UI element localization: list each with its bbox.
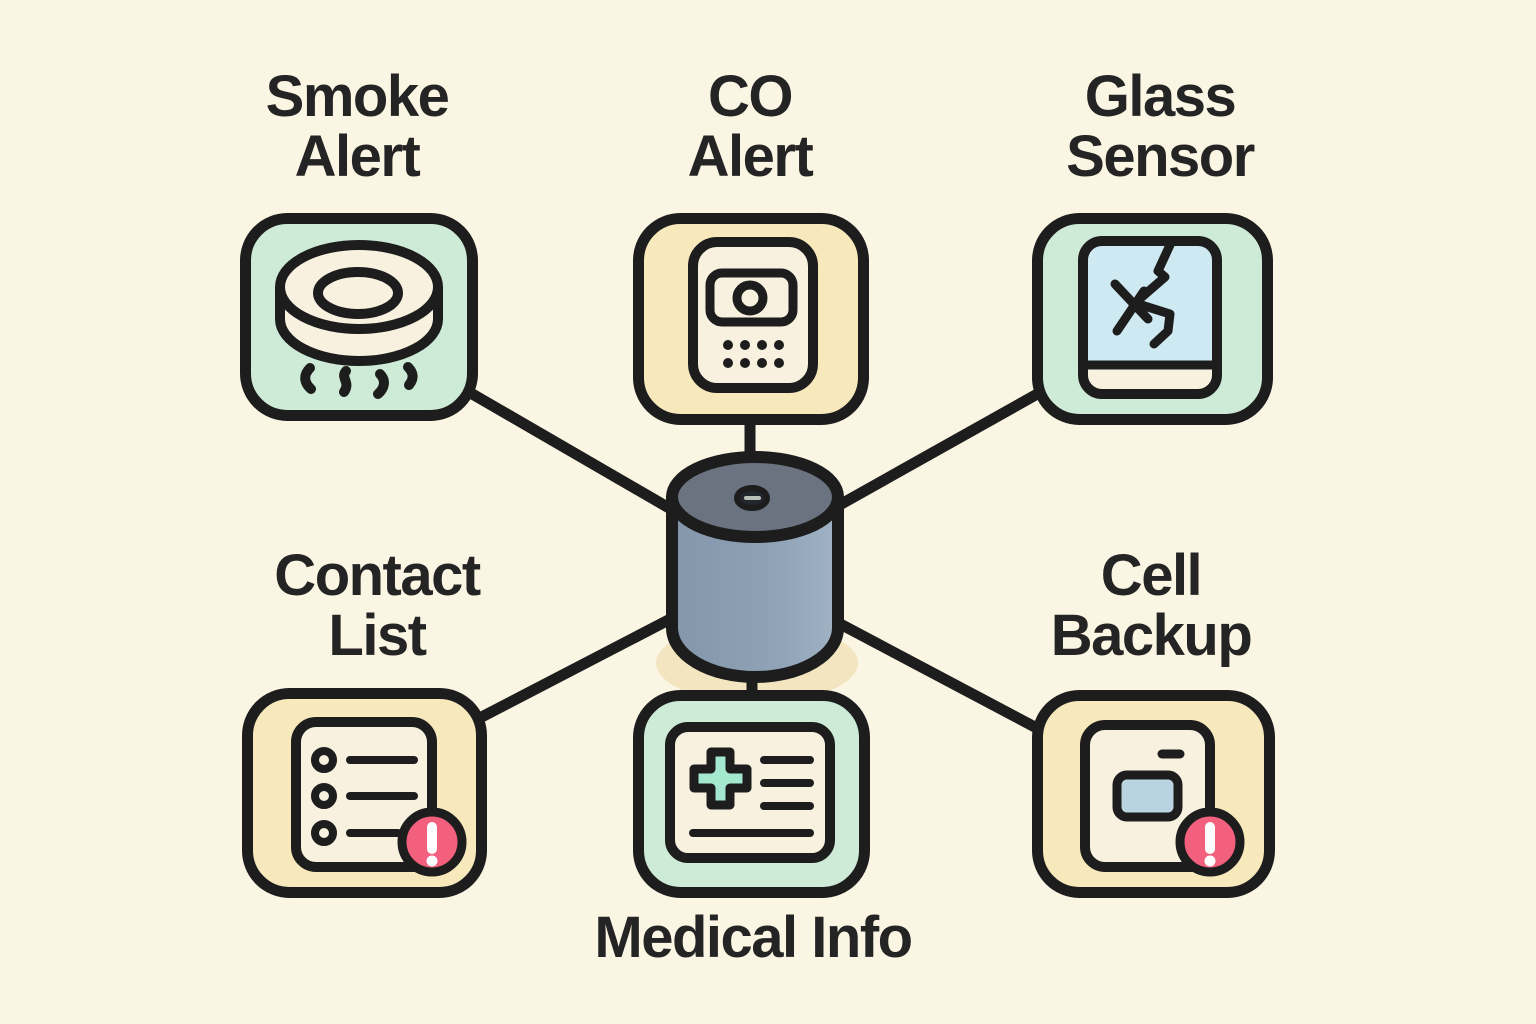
label-text: Sensor: [1066, 124, 1255, 189]
node-label-contact: Contact List: [274, 543, 481, 668]
contact-list-alert-icon: [291, 717, 467, 877]
label-text: Backup: [1050, 603, 1253, 668]
node-label-cell: Cell Backup: [1050, 543, 1253, 668]
label-text: Cell: [1100, 543, 1203, 608]
node-tile-co: [633, 213, 869, 425]
co-detector-icon: [688, 237, 818, 393]
label-text: Smoke: [265, 64, 450, 129]
cell-device-alert-icon: [1080, 720, 1245, 877]
node-tile-contact: [242, 688, 487, 898]
alert-badge-icon: [397, 807, 467, 877]
smoke-detector-icon: [275, 240, 443, 399]
label-text: Alert: [687, 124, 814, 189]
node-label-smoke: Smoke Alert: [265, 64, 450, 189]
label-text: CO: [708, 64, 793, 129]
label-text: Medical Info: [594, 905, 913, 970]
medical-card-icon: [665, 722, 835, 863]
node-label-glass: Glass Sensor: [1066, 64, 1255, 189]
label-text: Alert: [294, 124, 421, 189]
node-tile-glass: [1032, 213, 1273, 425]
node-tile-cell: [1032, 690, 1275, 898]
label-text: List: [328, 603, 427, 668]
smart-speaker-icon: [666, 451, 844, 683]
node-label-co: CO Alert: [687, 64, 814, 189]
node-label-medical: Medical Info: [594, 905, 913, 970]
alert-badge-icon: [1175, 807, 1245, 877]
cracked-glass-icon: [1078, 236, 1222, 399]
label-text: Glass: [1084, 64, 1237, 129]
node-tile-smoke: [240, 213, 478, 421]
label-text: Contact: [274, 543, 481, 608]
node-tile-medical: [633, 690, 870, 898]
